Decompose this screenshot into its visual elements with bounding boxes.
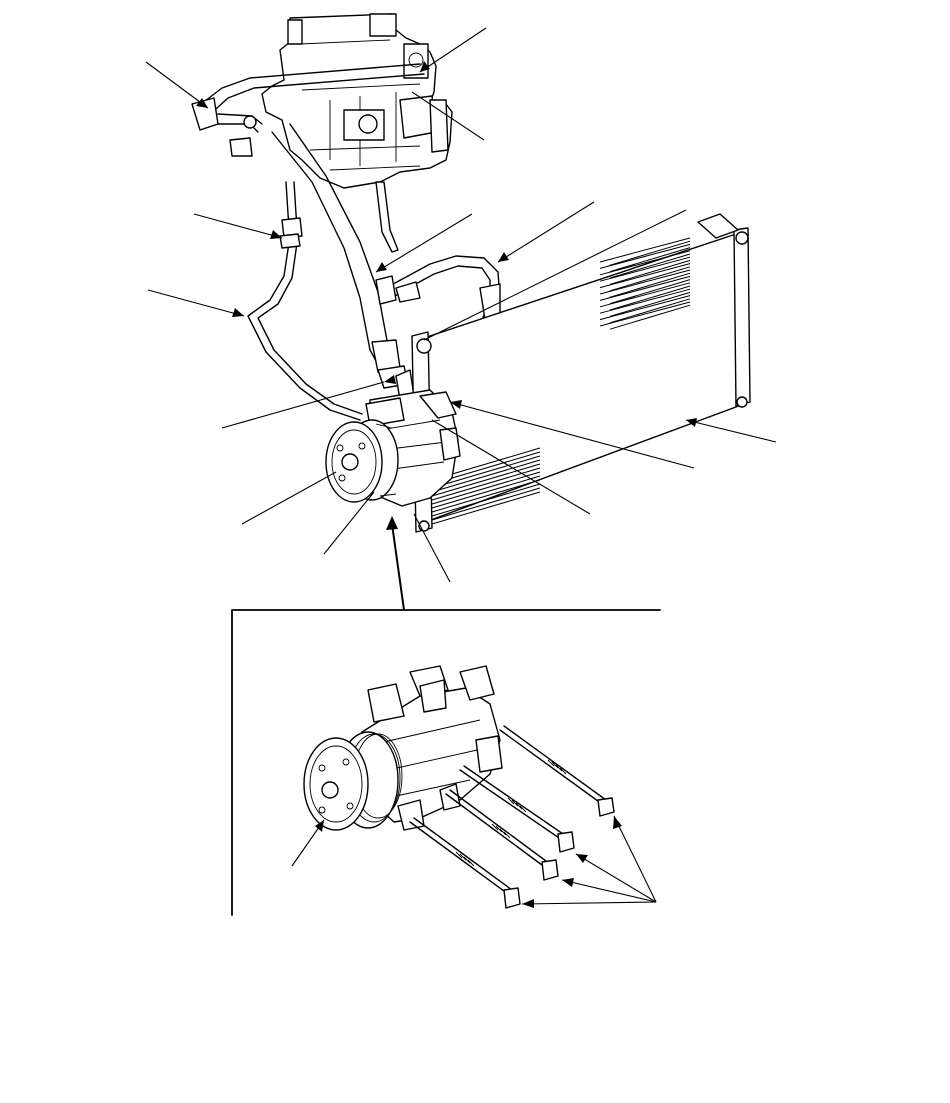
leader-lines-upper bbox=[145, 27, 777, 583]
mounting-bolt-1 bbox=[499, 725, 615, 817]
mounting-bolt-2 bbox=[459, 765, 575, 853]
detail-frame bbox=[231, 609, 661, 916]
leader-lines-detail bbox=[291, 815, 657, 908]
evaporator-unit bbox=[261, 13, 453, 253]
detail-clutch bbox=[303, 731, 403, 831]
mounting-bolts bbox=[409, 725, 615, 909]
mounting-bolt-4 bbox=[409, 817, 521, 909]
evaporator-pipes bbox=[191, 63, 425, 157]
condenser bbox=[411, 213, 751, 533]
compressor-clutch bbox=[325, 419, 399, 503]
receiver-line bbox=[247, 181, 363, 421]
callout-connector bbox=[386, 516, 405, 611]
mounting-bolt-3 bbox=[445, 789, 559, 881]
